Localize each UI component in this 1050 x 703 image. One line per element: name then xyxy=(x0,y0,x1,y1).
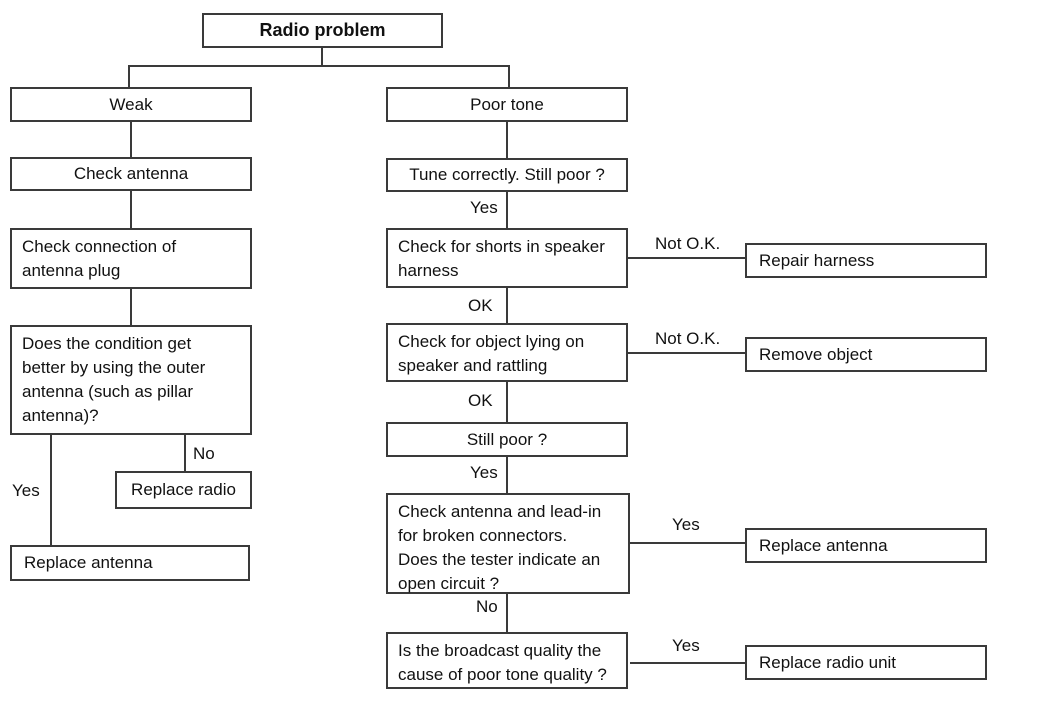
connector-stillpoor-to-leadin xyxy=(506,457,508,493)
edge-label-shorts-ok: OK xyxy=(468,296,493,315)
edge-label-leadin-yes: Yes xyxy=(672,515,700,534)
connector-shorts-to-object xyxy=(506,288,508,323)
connector-check-antenna-to-connection xyxy=(130,191,132,228)
connector-root-drop xyxy=(321,48,323,65)
connector-leadin-to-broadcast xyxy=(506,593,508,633)
connector-leadin-to-replace-antenna xyxy=(630,542,745,544)
node-poor-tone: Poor tone xyxy=(386,87,628,122)
node-radio-problem: Radio problem xyxy=(202,13,443,48)
connector-shorts-to-repair-harness xyxy=(628,257,745,259)
connector-object-to-stillpoor xyxy=(506,382,508,422)
node-replace-radio-unit: Replace radio unit xyxy=(745,645,987,680)
node-repair-harness: Repair harness xyxy=(745,243,987,278)
edge-label-condition-yes: Yes xyxy=(12,481,40,500)
connector-branch-right xyxy=(508,65,510,87)
connector-weak-to-check-antenna xyxy=(130,122,132,157)
node-check-antenna-leadin-open-circuit: Check antenna and lead-in for broken con… xyxy=(386,493,630,594)
edge-label-still-poor-yes: Yes xyxy=(470,463,498,482)
connector-broadcast-to-replace-radio-unit xyxy=(630,662,745,664)
node-condition-get-better-outer-antenna: Does the condition get better by using t… xyxy=(10,325,252,435)
connector-condition-yes xyxy=(50,435,52,545)
connector-connection-to-condition xyxy=(130,289,132,325)
node-still-poor: Still poor ? xyxy=(386,422,628,457)
node-check-object-on-speaker: Check for object lying on speaker and ra… xyxy=(386,323,628,382)
node-check-connection-of-antenna-plug: Check connection of antenna plug xyxy=(10,228,252,289)
node-broadcast-quality-cause: Is the broadcast quality the cause of po… xyxy=(386,632,628,689)
edge-label-object-ok: OK xyxy=(468,391,493,410)
connector-poortone-to-tune xyxy=(506,122,508,158)
edge-label-shorts-not-ok: Not O.K. xyxy=(655,234,721,253)
connector-branch-bar xyxy=(128,65,510,67)
connector-condition-no xyxy=(184,435,186,471)
connector-tune-to-shorts xyxy=(506,192,508,228)
connector-object-to-remove-object xyxy=(628,352,745,354)
node-check-shorts-speaker-harness: Check for shorts in speaker harness xyxy=(386,228,628,288)
node-tune-correctly-still-poor: Tune correctly. Still poor ? xyxy=(386,158,628,192)
node-replace-radio: Replace radio xyxy=(115,471,252,509)
edge-label-object-not-ok: Not O.K. xyxy=(655,329,721,348)
edge-label-condition-no: No xyxy=(193,444,215,463)
node-replace-antenna-weak-branch: Replace antenna xyxy=(10,545,250,581)
connector-branch-left xyxy=(128,65,130,87)
node-check-antenna: Check antenna xyxy=(10,157,252,191)
node-remove-object: Remove object xyxy=(745,337,987,372)
edge-label-leadin-no: No xyxy=(476,597,498,616)
edge-label-broadcast-yes: Yes xyxy=(672,636,700,655)
edge-label-tune-yes: Yes xyxy=(470,198,498,217)
node-weak: Weak xyxy=(10,87,252,122)
node-replace-antenna-poor-tone-branch: Replace antenna xyxy=(745,528,987,563)
